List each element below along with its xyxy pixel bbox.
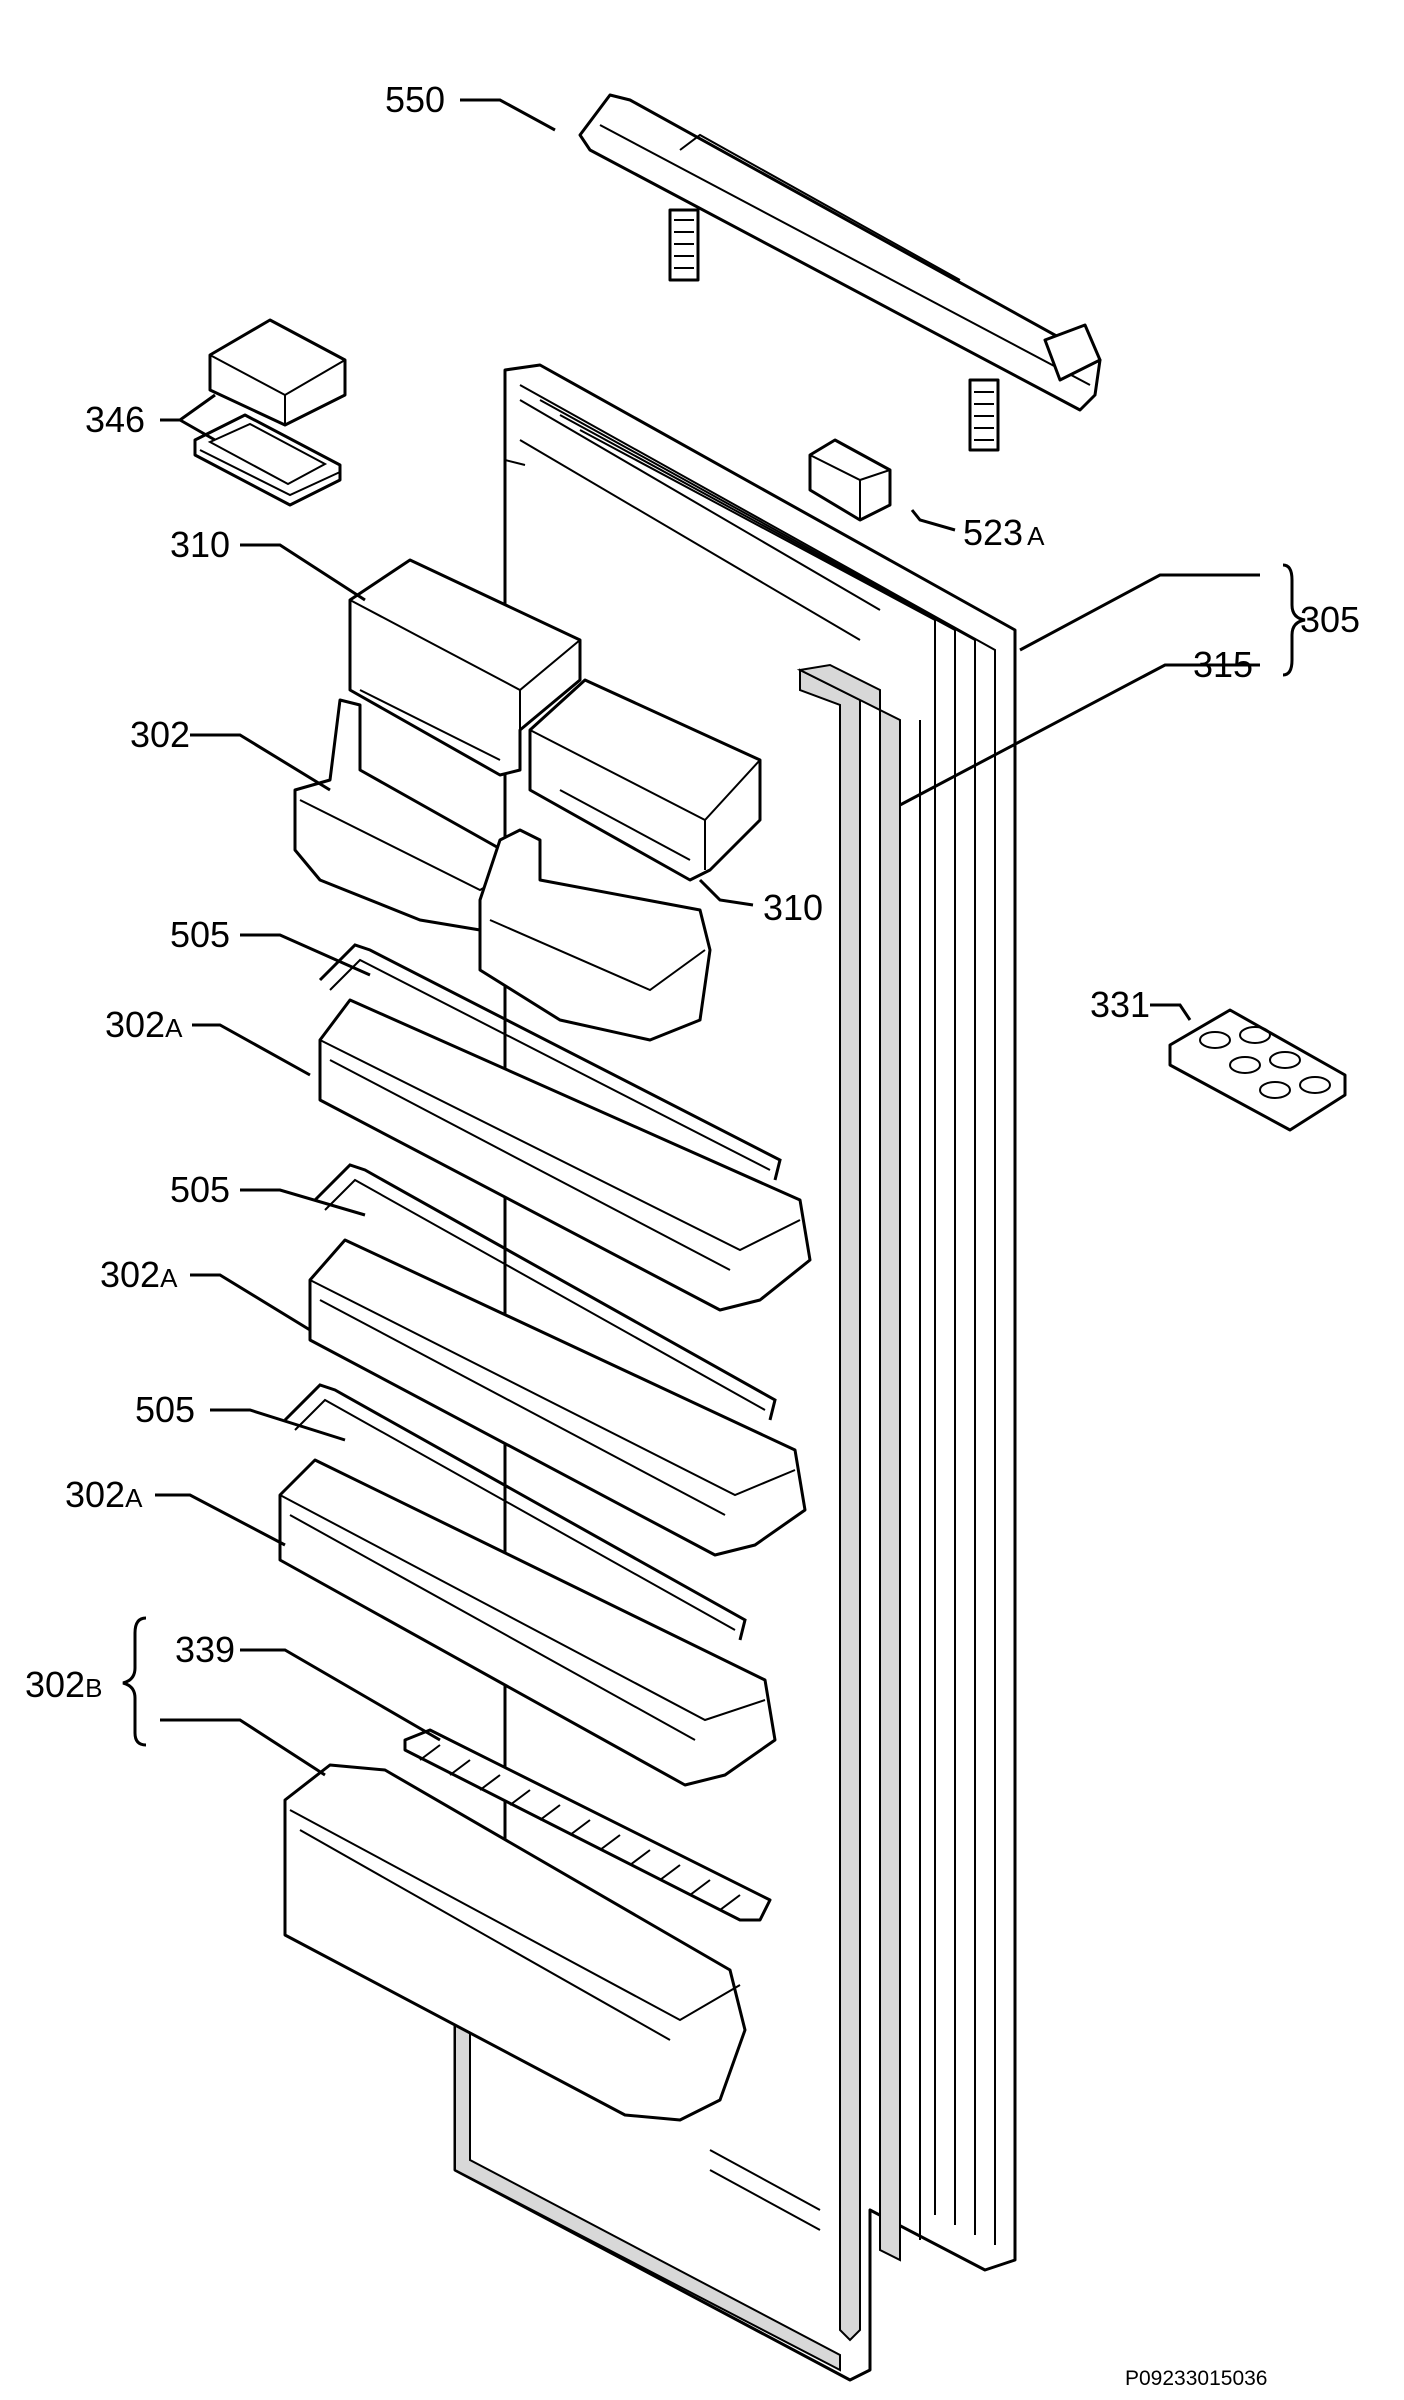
part-302a-bin-2 bbox=[308, 1238, 807, 1557]
part-302-bin-right bbox=[478, 828, 712, 1042]
bracket-305 bbox=[1282, 563, 1306, 677]
label-505-1: 505 bbox=[170, 914, 230, 955]
label-302a-2: 302A bbox=[100, 1254, 178, 1295]
part-331-egg-tray bbox=[1168, 1008, 1347, 1132]
part-505-rail-3 bbox=[283, 1383, 747, 1641]
part-302a-bin-3 bbox=[278, 1458, 777, 1787]
label-346: 346 bbox=[85, 399, 145, 440]
part-505-rail-1 bbox=[318, 943, 782, 1181]
part-346-filter bbox=[193, 318, 347, 507]
part-302b-bin bbox=[283, 1763, 747, 2122]
part-310-box-left bbox=[348, 558, 582, 777]
label-305: 305 bbox=[1300, 599, 1360, 640]
label-302: 302 bbox=[130, 714, 190, 755]
part-339-grille bbox=[403, 1728, 772, 1922]
label-315: 315 bbox=[1193, 644, 1253, 685]
label-310-top: 310 bbox=[170, 524, 230, 565]
part-505-rail-2 bbox=[313, 1163, 777, 1421]
label-331: 331 bbox=[1090, 984, 1150, 1025]
bracket-302b bbox=[122, 1616, 147, 1747]
label-302a-3: 302A bbox=[65, 1474, 143, 1515]
label-505-2: 505 bbox=[170, 1169, 230, 1210]
drawing-code: P09233015036 bbox=[1125, 2367, 1267, 2390]
leader-lines bbox=[155, 98, 1260, 1777]
label-302a-1: 302A bbox=[105, 1004, 183, 1045]
part-310-box-right bbox=[528, 678, 762, 882]
part-302a-bin-1 bbox=[318, 998, 812, 1312]
label-550: 550 bbox=[385, 79, 445, 120]
label-505-3: 505 bbox=[135, 1389, 195, 1430]
label-310-mid: 310 bbox=[763, 887, 823, 928]
door-frame bbox=[453, 363, 1017, 2382]
part-550-handle bbox=[578, 93, 1102, 452]
part-523a-latch bbox=[808, 438, 892, 522]
label-302b: 302B bbox=[25, 1664, 102, 1705]
label-339: 339 bbox=[175, 1629, 235, 1670]
